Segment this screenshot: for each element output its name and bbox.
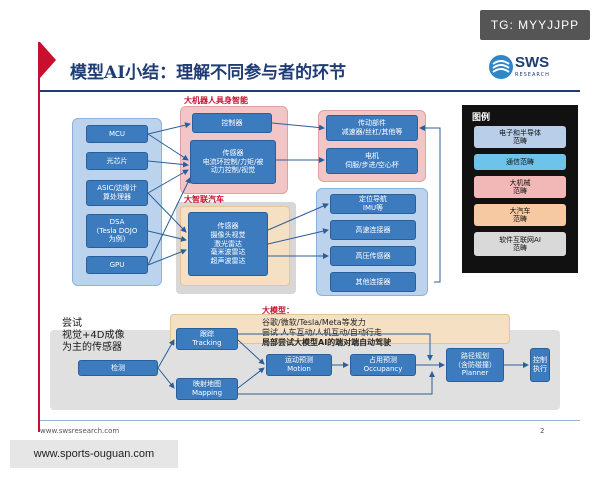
footer-divider: [40, 420, 580, 421]
link-tracking-motion: [237, 339, 265, 365]
link-feedback-right: [419, 125, 441, 283]
slide-frame: [38, 42, 40, 432]
chip-dsa: DSA (Tesla DOJO 为例): [86, 214, 148, 248]
pipeline-mapping: 映射地图 Mapping: [176, 378, 238, 400]
chip-mcu: MCU: [86, 125, 148, 143]
comm-high-voltage-sensor: 高压传感器: [330, 246, 416, 266]
logo-subtext: RESEARCH: [515, 72, 550, 78]
link-asic-sensor: [147, 169, 189, 194]
link-gpu-sensor: [147, 177, 191, 266]
pipeline-detect: 检测: [78, 360, 158, 376]
link-photonic-sensor: [147, 160, 189, 168]
legend-title: 图例: [472, 113, 491, 123]
link-tracking-loop: [238, 333, 433, 361]
pipeline-motion: 运动预测 Motion: [266, 354, 332, 376]
pipeline-tracking: 跟踪 Tracking: [176, 328, 238, 350]
legend-electronics: 电子和半导体 范畴: [474, 126, 566, 148]
logo-text: SWS: [515, 54, 550, 71]
car-sensor: 传感器 摄像头视觉 激光雷达 毫米波雷达 超声波雷达: [188, 212, 268, 276]
link-detect-mapping: [157, 367, 175, 389]
robot-sensor: 传感器 电流环控制/力矩/被 动力控制/视觉: [190, 140, 276, 184]
title-divider: [40, 90, 580, 92]
footer-url: www.swsresearch.com: [40, 427, 120, 435]
section-label-robot: 大机器人具身智能: [184, 96, 248, 105]
actuator-transmission: 传动部件 减速器/丝杠/其他等: [326, 115, 418, 141]
link-mcu-controller: [147, 122, 191, 135]
link-mapping-loop: [238, 371, 435, 395]
sensor-trial-text: 尝试 视觉+4D成像 为主的传感器: [62, 318, 125, 353]
link-controller-transmission: [271, 122, 325, 131]
llm-line-3: 局部尝试大模型AI的端对端自动驾驶: [262, 338, 392, 347]
llm-line-2: 尝试 人车互动/人机互动/自动行走: [262, 328, 382, 337]
comm-high-speed-connector: 高速连接器: [330, 220, 416, 240]
legend-communication: 通信范畴: [474, 154, 566, 170]
llm-line-1: 谷歌/微软/Tesla/Meta等发力: [262, 318, 366, 327]
comm-navigation: 定位导航 IMU等: [330, 194, 416, 214]
sws-logo-icon: [489, 55, 513, 79]
link-asic-car: [147, 192, 187, 233]
slide-corner-mark: [40, 42, 56, 78]
pipeline-occupancy: 占用预测 Occupancy: [350, 354, 416, 376]
pipeline-planner: 路径规划 （含防碰撞） Planner: [446, 348, 504, 382]
pipeline-control: 控制 执行: [530, 348, 550, 382]
link-car-navigation: [267, 203, 329, 231]
comm-other-connector: 其他连接器: [330, 272, 416, 292]
legend-automotive: 大汽车 范畴: [474, 204, 566, 226]
llm-label: 大模型：: [262, 306, 294, 315]
actuator-motor: 电机 伺服/步进/空心杯: [326, 148, 418, 174]
site-badge: www.sports-ouguan.com: [10, 440, 178, 468]
link-detect-tracking: [157, 339, 175, 369]
link-dsa-car: [147, 230, 187, 242]
page-title: 模型AI小结：理解不同参与者的环节: [70, 63, 347, 83]
chip-asic: ASIC/边缘计 算处理器: [86, 180, 148, 206]
section-label-car: 大智联汽车: [184, 195, 224, 204]
link-gpu-car: [147, 249, 187, 266]
legend-machinery: 大机械 范畴: [474, 176, 566, 198]
robot-controller: 控制器: [192, 113, 272, 133]
link-mcu-sensor: [147, 133, 189, 161]
legend-software: 软件互联网AI 范畴: [474, 232, 566, 256]
chip-photonic: 光芯片: [86, 152, 148, 170]
chip-gpu: GPU: [86, 256, 148, 274]
page-number: 2: [540, 427, 545, 435]
link-mapping-motion: [237, 367, 265, 389]
watermark-badge: TG: MYYJJPP: [480, 10, 590, 40]
link-car-connector: [267, 228, 329, 245]
